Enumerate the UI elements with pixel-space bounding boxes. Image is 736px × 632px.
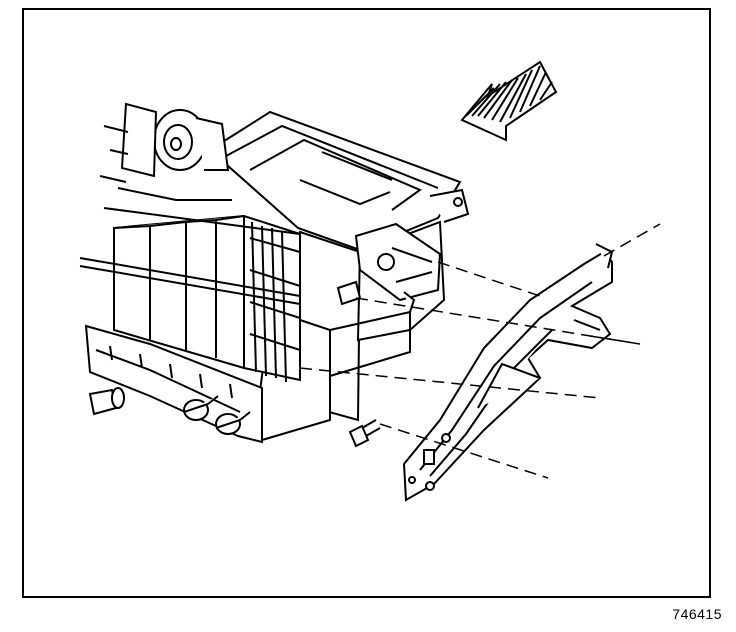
alignment-lines: [299, 223, 661, 479]
coolant-pipe-stubs: [88, 387, 251, 435]
screw-icon: [348, 419, 381, 448]
mode-actuator: [336, 188, 470, 313]
blower-motor: [99, 102, 232, 201]
heater-core-fins: [79, 207, 301, 383]
direction-arrow-icon: [460, 60, 558, 142]
figure-id-label: 746415: [672, 606, 722, 622]
mounting-bracket: [402, 243, 614, 502]
